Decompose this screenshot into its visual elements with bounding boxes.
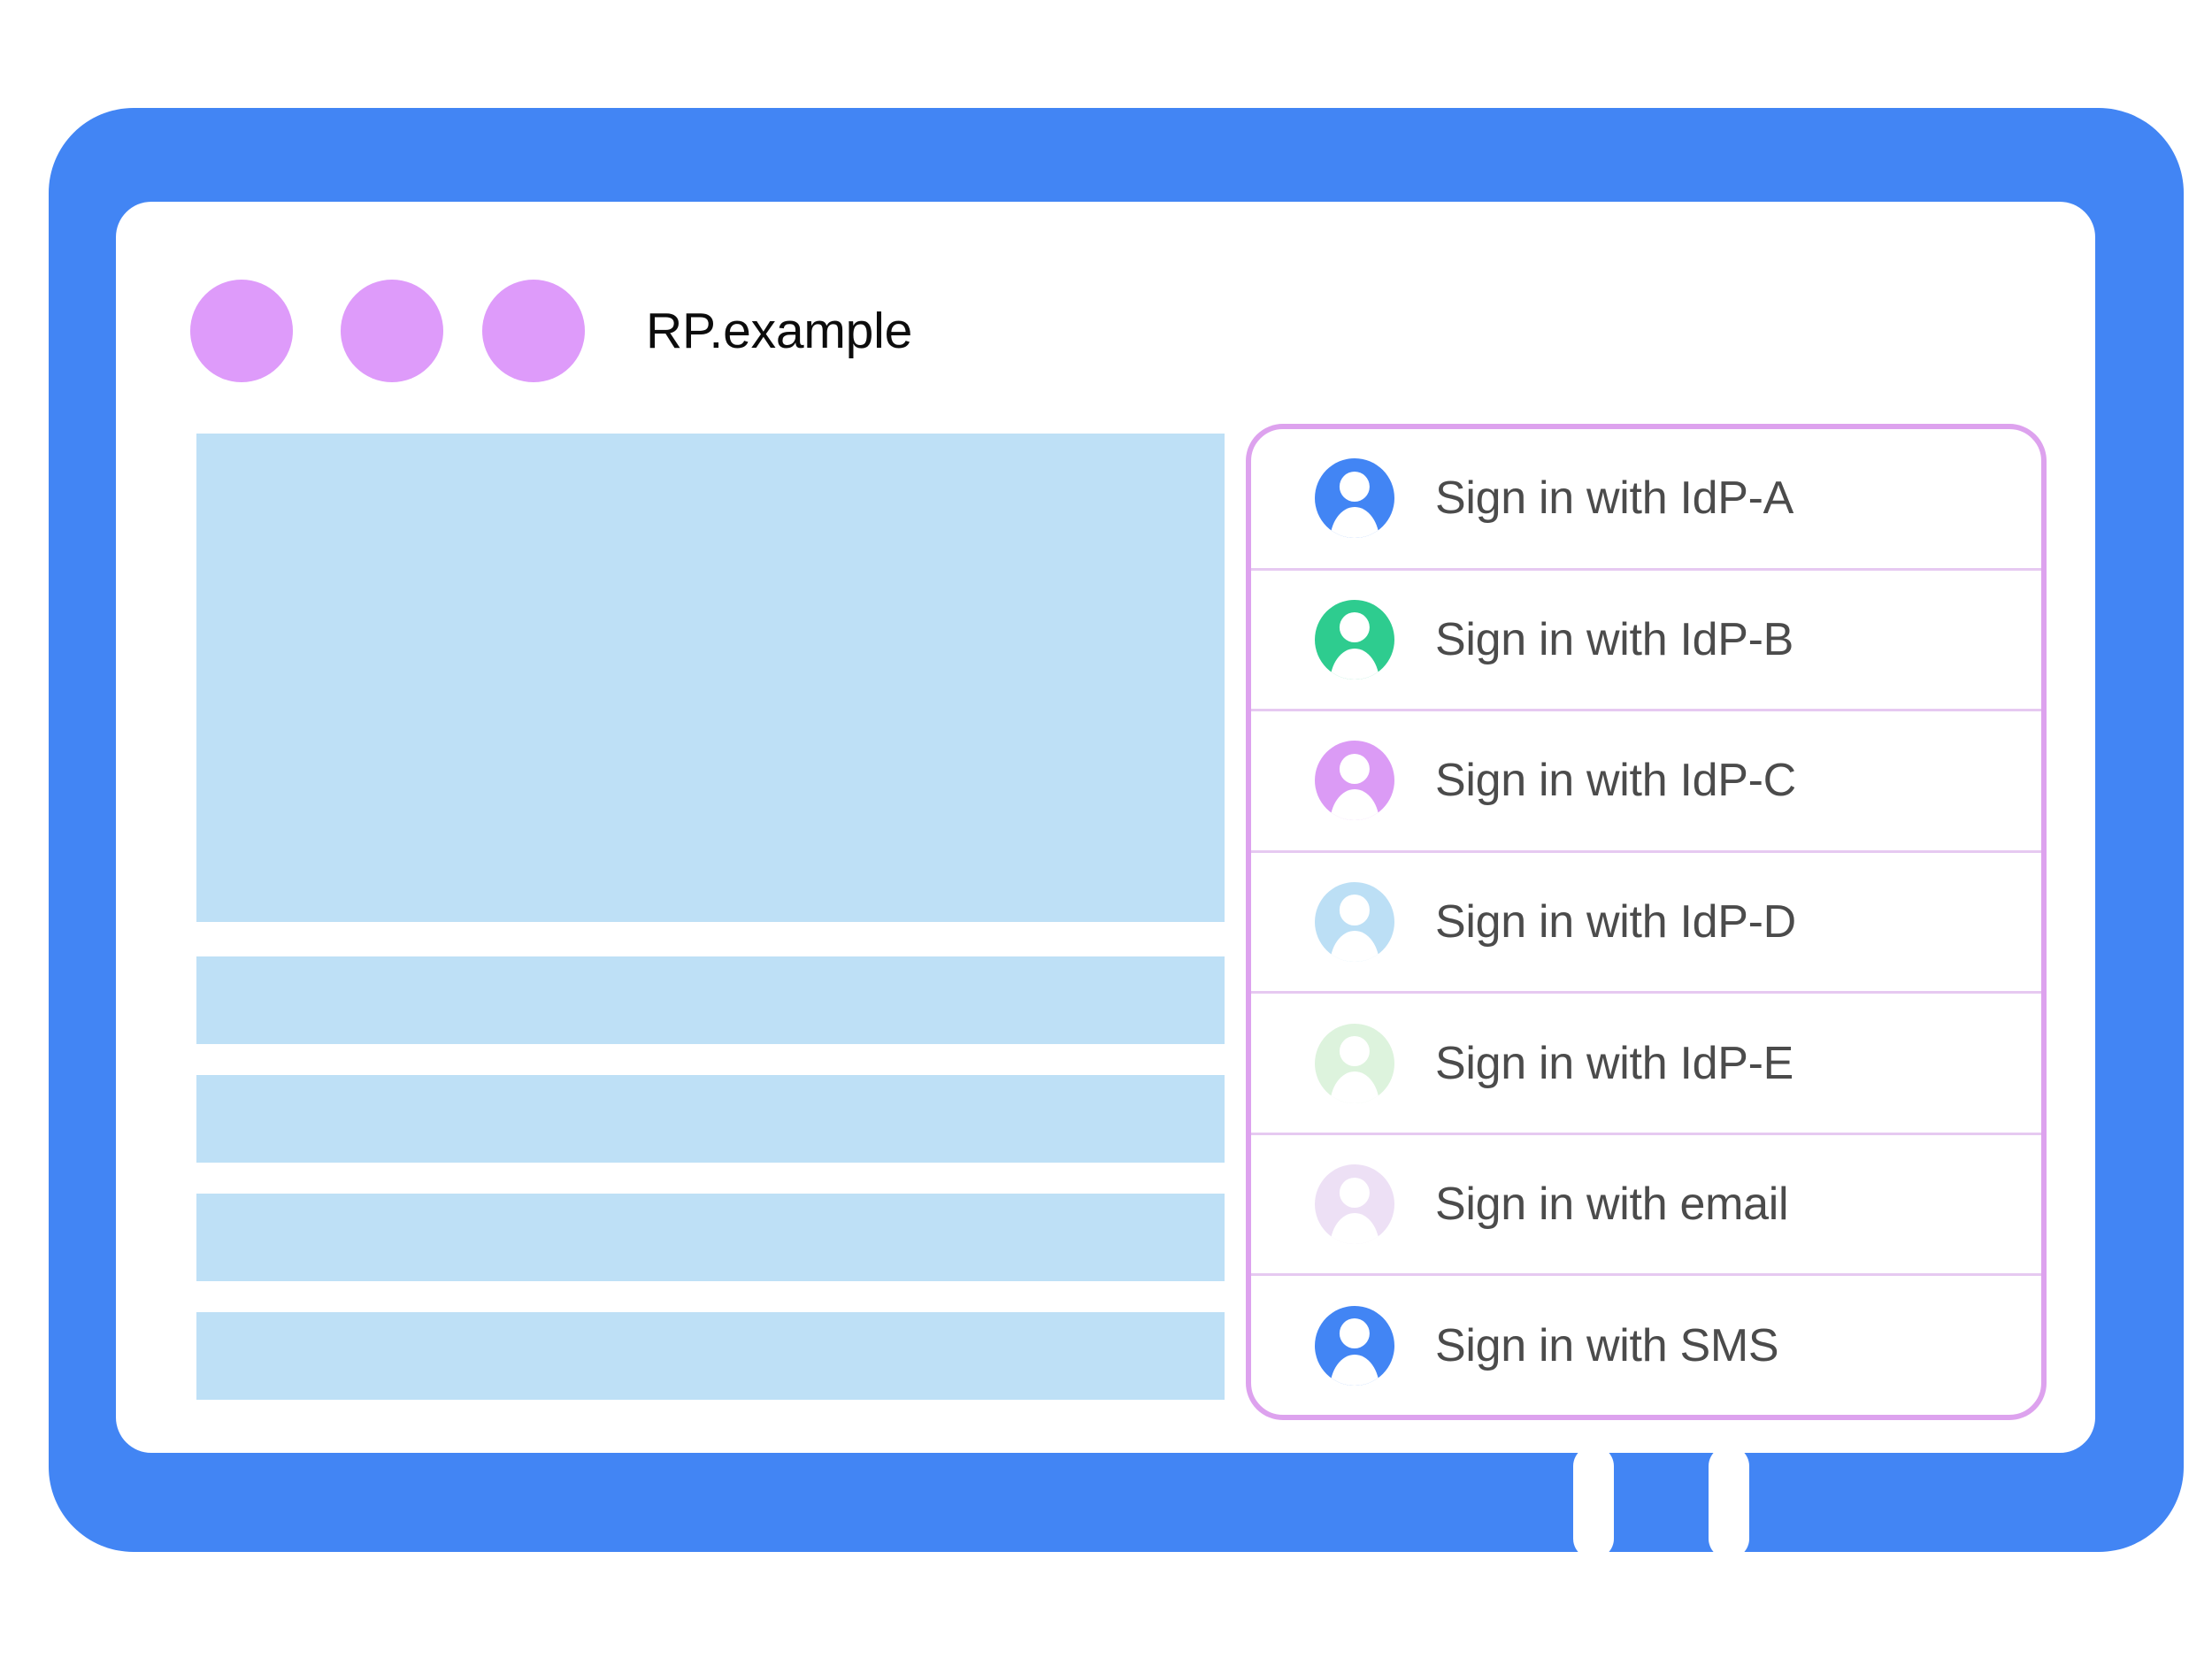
home-button-gap-right (1709, 1446, 1749, 1559)
account-chooser-list: Sign in with IdP-A Sign in with IdP-B Sign… (1251, 429, 2041, 1415)
account-chooser-row[interactable]: Sign in with IdP-B (1251, 571, 2041, 712)
text-line-placeholder-4 (196, 1312, 1225, 1400)
account-avatar-icon (1315, 882, 1394, 963)
avatar-body (1330, 507, 1379, 539)
avatar-head (1339, 1177, 1371, 1208)
account-chooser-row-label: Sign in with IdP-C (1435, 755, 1796, 807)
hero-placeholder (196, 434, 1225, 922)
account-chooser-row-label: Sign in with IdP-D (1435, 896, 1796, 949)
avatar-body (1330, 1213, 1379, 1245)
account-chooser-panel: Sign in with IdP-A Sign in with IdP-B Sign… (1246, 424, 2047, 1420)
page-title: RP.example (646, 303, 913, 359)
avatar-body (1330, 1354, 1379, 1386)
avatar-head (1339, 1318, 1371, 1349)
avatar-head (1339, 471, 1371, 502)
account-chooser-row[interactable]: Sign in with IdP-A (1251, 429, 2041, 571)
account-chooser-row[interactable]: Sign in with IdP-E (1251, 994, 2041, 1135)
avatar-head (1339, 753, 1371, 785)
account-avatar-icon (1315, 1164, 1394, 1245)
account-avatar-icon (1315, 1305, 1394, 1386)
account-chooser-row-label: Sign in with IdP-A (1435, 472, 1794, 525)
account-chooser-row[interactable]: Sign in with IdP-D (1251, 853, 2041, 995)
avatar-body (1330, 789, 1379, 821)
avatar-head (1339, 1035, 1371, 1067)
browser-titlebar: RP.example (116, 248, 2095, 403)
account-chooser-row[interactable]: Sign in with SMS (1251, 1276, 2041, 1415)
account-chooser-row[interactable]: Sign in with email (1251, 1135, 2041, 1277)
window-dot-1-icon[interactable] (190, 280, 293, 382)
account-avatar-icon (1315, 1023, 1394, 1103)
account-chooser-row-label: Sign in with email (1435, 1179, 1789, 1231)
avatar-head (1339, 612, 1371, 643)
avatar-body (1330, 648, 1379, 680)
avatar-body (1330, 1071, 1379, 1103)
text-line-placeholder-1 (196, 956, 1225, 1044)
window-dot-3-icon[interactable] (482, 280, 585, 382)
avatar-body (1330, 930, 1379, 963)
account-chooser-row-label: Sign in with SMS (1435, 1319, 1779, 1371)
avatar-head (1339, 895, 1371, 926)
account-chooser-row-label: Sign in with IdP-B (1435, 613, 1794, 665)
window-dot-2-icon[interactable] (341, 280, 443, 382)
account-avatar-icon (1315, 741, 1394, 821)
account-avatar-icon (1315, 458, 1394, 539)
text-line-placeholder-2 (196, 1075, 1225, 1163)
home-button-gap-left (1573, 1446, 1614, 1559)
text-line-placeholder-3 (196, 1194, 1225, 1281)
account-chooser-row[interactable]: Sign in with IdP-C (1251, 711, 2041, 853)
account-avatar-icon (1315, 599, 1394, 680)
account-chooser-row-label: Sign in with IdP-E (1435, 1037, 1794, 1089)
